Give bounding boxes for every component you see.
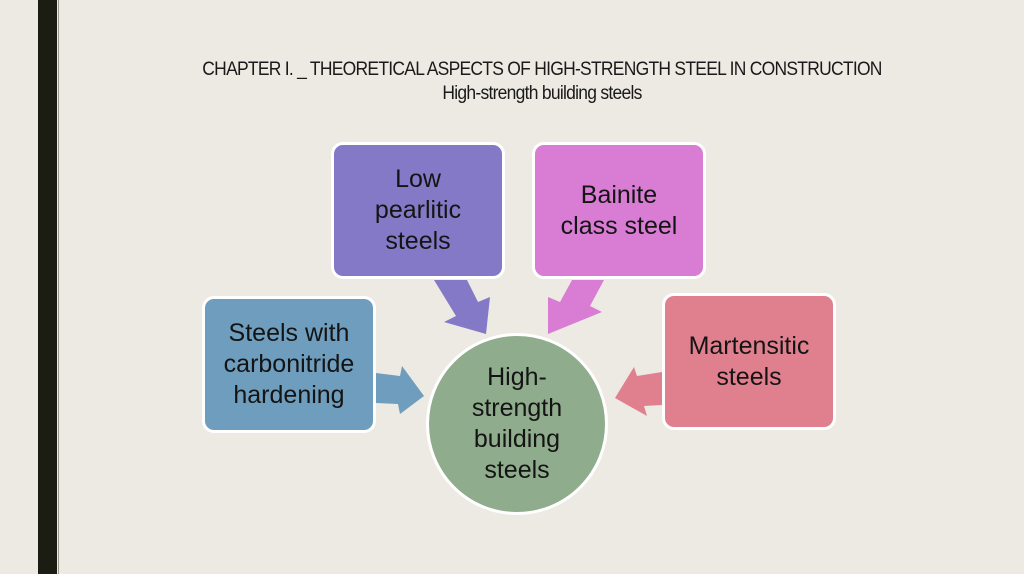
node-label-line: hardening xyxy=(233,381,345,409)
title-line-subtitle: High-strength building steels xyxy=(442,83,642,104)
arrow-carbonitride-icon xyxy=(376,366,424,414)
center-label-line: High- xyxy=(487,363,547,391)
node-bainite-class-steel: Bainite class steel xyxy=(532,142,706,279)
arrow-low-pearlitic-icon xyxy=(434,280,490,334)
title-line-chapter: CHAPTER I. _ THEORETICAL ASPECTS OF HIGH… xyxy=(202,59,882,80)
node-label-line: steels xyxy=(716,362,782,391)
center-label-line: strength xyxy=(471,394,563,422)
node-label-line: Low xyxy=(395,165,441,193)
node-label-line: Martensitic xyxy=(688,331,810,360)
node-label-line: Bainite xyxy=(580,180,658,209)
arrow-bainite-icon xyxy=(548,280,604,334)
center-label-line: steels xyxy=(484,456,550,484)
accent-bar xyxy=(38,0,57,574)
node-carbonitride-hardening: Steels with carbonitride hardening xyxy=(202,296,376,433)
slide-title: CHAPTER I. _ THEORETICAL ASPECTS OF HIGH… xyxy=(99,58,986,106)
node-label-line: Steels with xyxy=(228,319,350,347)
node-label-line: pearlitic xyxy=(374,196,462,224)
node-label-line: carbonitride xyxy=(223,350,355,378)
node-label-line: class steel xyxy=(560,211,678,240)
accent-bar-line xyxy=(58,0,59,574)
node-martensitic-steels: Martensitic steels xyxy=(662,293,836,430)
node-label-line: steels xyxy=(385,227,451,255)
node-low-pearlitic-steels: Low pearlitic steels xyxy=(331,142,505,279)
center-label-line: building xyxy=(473,425,561,453)
center-node-high-strength-building-steels: High- strength building steels xyxy=(426,333,608,515)
arrow-martensitic-icon xyxy=(615,367,662,416)
